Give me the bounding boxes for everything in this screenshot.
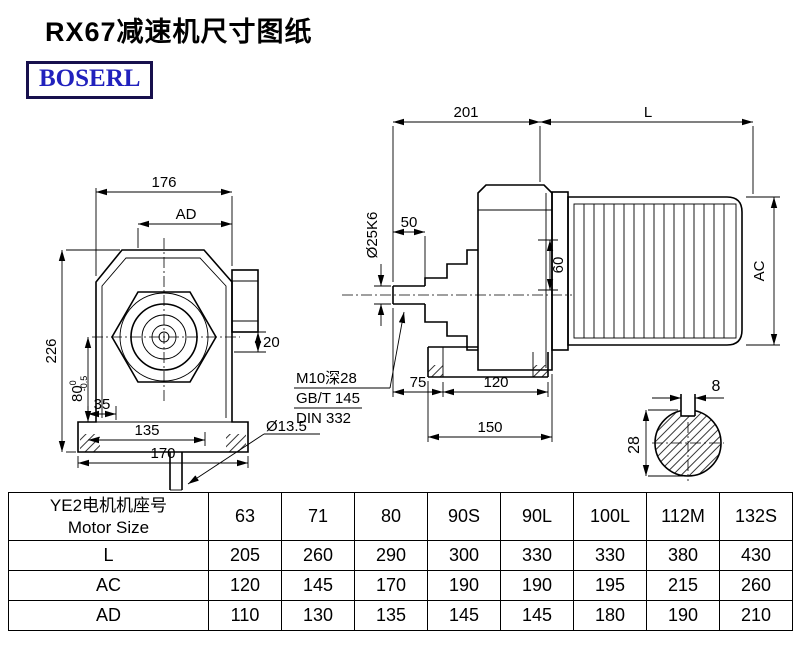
dim-8-label: 8 bbox=[712, 378, 721, 395]
front-view-dimensions: 176 AD 226 800-0.5 35 135 bbox=[43, 174, 320, 485]
dim-201-label: 201 bbox=[453, 104, 478, 121]
dim-28-label: 28 bbox=[626, 436, 643, 454]
table-row: AC 120 145 170 190 190 195 215 260 bbox=[8, 570, 793, 601]
dim-20-label: 20 bbox=[263, 334, 280, 351]
foot-hatch-left bbox=[80, 434, 100, 452]
column-header: 132S bbox=[719, 492, 793, 541]
page-title: RX67减速机尺寸图纸 bbox=[45, 17, 313, 47]
table-row: L 205 260 290 300 330 330 380 430 bbox=[8, 540, 793, 571]
column-header: 80 bbox=[354, 492, 428, 541]
dim-hole-label: Ø13.5 bbox=[266, 418, 307, 435]
dim-50-label: 50 bbox=[401, 214, 418, 231]
table-cell: 190 bbox=[500, 570, 574, 601]
table-cell: 210 bbox=[719, 600, 793, 631]
table-cell: 190 bbox=[427, 570, 501, 601]
dim-150-label: 150 bbox=[477, 419, 502, 436]
table-cell: 195 bbox=[573, 570, 647, 601]
table-cell: 330 bbox=[573, 540, 647, 571]
dim-ad-label: AD bbox=[176, 206, 197, 223]
column-header: 112M bbox=[646, 492, 720, 541]
table-cell: 130 bbox=[281, 600, 355, 631]
foot-hatch-rear bbox=[533, 365, 548, 377]
table-cell: 145 bbox=[427, 600, 501, 631]
note-gb-label: GB/T 145 bbox=[296, 390, 360, 407]
column-header: 63 bbox=[208, 492, 282, 541]
dim-170-label: 170 bbox=[150, 445, 175, 462]
dim-226-label: 226 bbox=[43, 338, 60, 363]
table-cell: 330 bbox=[500, 540, 574, 571]
table-row: AD 110 130 135 145 145 180 190 210 bbox=[8, 600, 793, 631]
table-cell: 260 bbox=[719, 570, 793, 601]
boserl-logo-text: BOSERL bbox=[39, 65, 141, 92]
table-cell: 380 bbox=[646, 540, 720, 571]
row-label: AC bbox=[8, 570, 209, 601]
table-cell: 145 bbox=[281, 570, 355, 601]
dim-35-label: 35 bbox=[94, 396, 111, 413]
motor-size-header-en: Motor Size bbox=[67, 517, 150, 537]
dimension-table: YE2电机机座号 Motor Size 63 71 80 90S 90L 100… bbox=[8, 492, 793, 631]
table-cell: 145 bbox=[500, 600, 574, 631]
dim-75-label: 75 bbox=[410, 374, 427, 391]
note-tap-label: M10深28 bbox=[296, 370, 357, 387]
table-cell: 430 bbox=[719, 540, 793, 571]
table-cell: 120 bbox=[208, 570, 282, 601]
row-label: L bbox=[8, 540, 209, 571]
table-cell: 170 bbox=[354, 570, 428, 601]
table-cell: 180 bbox=[573, 600, 647, 631]
table-cell: 260 bbox=[281, 540, 355, 571]
column-header: 100L bbox=[573, 492, 647, 541]
dim-shaft-label: Ø25K6 bbox=[364, 212, 381, 259]
foot-hatch-front bbox=[428, 365, 443, 377]
boserl-logo: BOSERL bbox=[26, 61, 154, 99]
dim-60-label: 60 bbox=[550, 257, 567, 274]
dim-120-label: 120 bbox=[483, 374, 508, 391]
table-cell: 205 bbox=[208, 540, 282, 571]
motor-size-header-cn: YE2电机机座号 bbox=[49, 496, 168, 516]
side-view: 201 L 50 Ø25K6 60 AC bbox=[294, 104, 780, 442]
table-cell: 215 bbox=[646, 570, 720, 601]
dim-l-label: L bbox=[644, 104, 652, 121]
side-view-dimensions: 201 L 50 Ø25K6 60 AC bbox=[294, 104, 780, 442]
shaft-end-view: 8 28 bbox=[626, 378, 724, 481]
front-view: 176 AD 226 800-0.5 35 135 bbox=[43, 174, 320, 491]
table-header-row: YE2电机机座号 Motor Size 63 71 80 90S 90L 100… bbox=[8, 492, 793, 541]
shaft-end-dimensions: 8 28 bbox=[626, 378, 724, 477]
table-cell: 290 bbox=[354, 540, 428, 571]
column-header: 90S bbox=[427, 492, 501, 541]
table-cell: 300 bbox=[427, 540, 501, 571]
motor-size-header: YE2电机机座号 Motor Size bbox=[8, 492, 209, 541]
dim-80-label: 800-0.5 bbox=[68, 376, 89, 402]
technical-drawing: 176 AD 226 800-0.5 35 135 bbox=[43, 104, 780, 491]
dim-135-label: 135 bbox=[134, 422, 159, 439]
motor-fins bbox=[583, 204, 725, 338]
row-label: AD bbox=[8, 600, 209, 631]
dim-ac-label: AC bbox=[751, 260, 768, 281]
table-cell: 190 bbox=[646, 600, 720, 631]
note-din-label: DIN 332 bbox=[296, 410, 351, 427]
foot-hatch-right bbox=[226, 434, 246, 452]
dim-176-label: 176 bbox=[151, 174, 176, 191]
column-header: 90L bbox=[500, 492, 574, 541]
column-header: 71 bbox=[281, 492, 355, 541]
table-cell: 135 bbox=[354, 600, 428, 631]
table-cell: 110 bbox=[208, 600, 282, 631]
